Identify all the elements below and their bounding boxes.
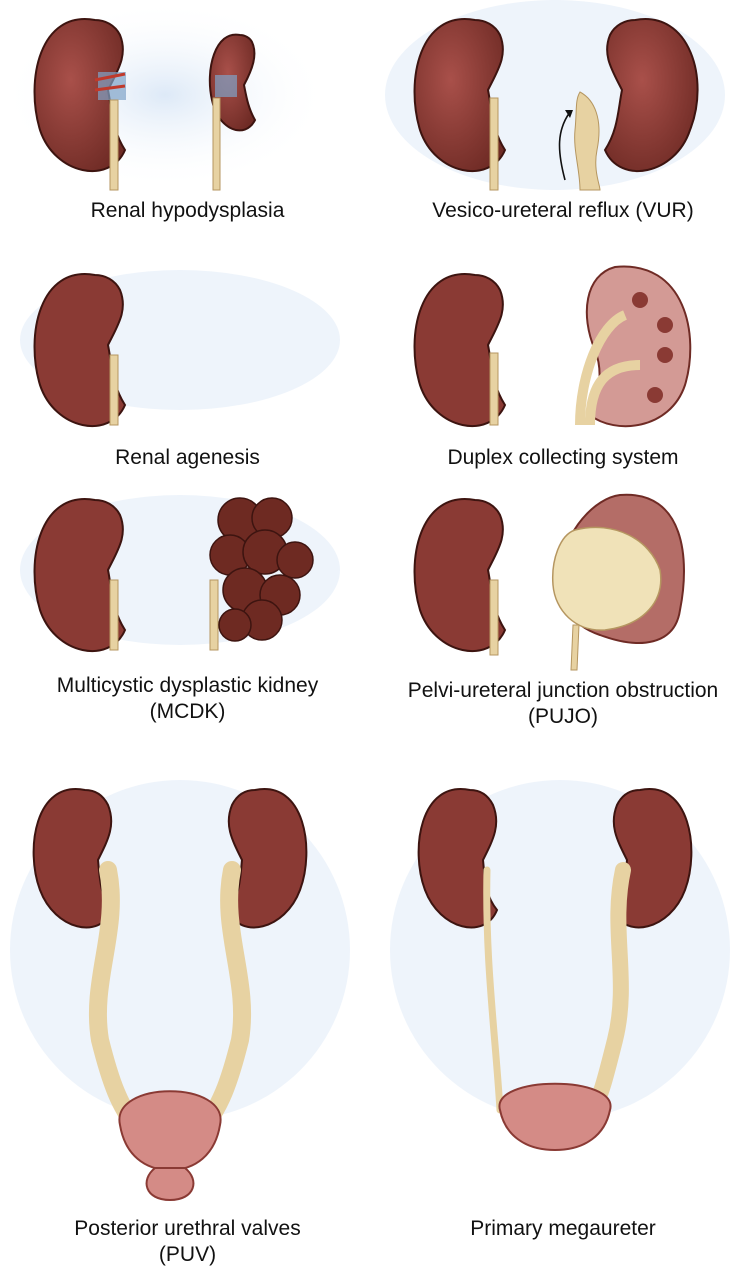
right-hilum [215,75,237,97]
narrow-ureter [571,625,579,670]
caption-renal-hypodysplasia: Renal hypodysplasia [0,198,375,224]
panel-vur: Vesico-ureteral reflux (VUR) [375,0,751,250]
caption-line: (MCDK) [0,699,375,725]
caption-pujo: Pelvi-ureteral junction obstruction (PUJ… [375,678,751,730]
panel-renal-agenesis: Renal agenesis [0,265,375,485]
left-ureter [490,98,498,190]
caption-line: (PUJO) [375,704,751,730]
panel-pujo: Pelvi-ureteral junction obstruction (PUJ… [375,490,751,735]
left-ureter [110,580,118,650]
panel-duplex: Duplex collecting system [375,255,751,485]
caption-vur: Vesico-ureteral reflux (VUR) [375,198,751,224]
panel-puv: Posterior urethral valves (PUV) [0,780,375,1270]
illustration-megaureter [375,780,751,1270]
calyx [657,317,673,333]
calyx [632,292,648,308]
dilated-posterior-urethra [147,1168,194,1200]
right-ureter [213,98,220,190]
left-ureter [490,580,498,655]
caption-duplex: Duplex collecting system [375,445,751,471]
caption-renal-agenesis: Renal agenesis [0,445,375,471]
calyx [647,387,663,403]
caption-megaureter: Primary megaureter [375,1216,751,1242]
bladder [499,1084,610,1150]
caption-line: Renal agenesis [0,445,375,471]
illustration-puv [0,780,375,1270]
panel-mcdk: Multicystic dysplastic kidney (MCDK) [0,490,375,735]
left-ureter [490,353,498,425]
caption-mcdk: Multicystic dysplastic kidney (MCDK) [0,673,375,725]
caption-line: Renal hypodysplasia [0,198,375,224]
right-ureter [210,580,218,650]
caption-line: Posterior urethral valves [0,1216,375,1242]
calyx [657,347,673,363]
panel-megaureter: Primary megaureter [375,780,751,1270]
panel-renal-hypodysplasia: Renal hypodysplasia [0,0,375,250]
caption-puv: Posterior urethral valves (PUV) [0,1216,375,1268]
caption-line: Primary megaureter [375,1216,751,1242]
left-ureter [110,100,118,190]
caption-line: Vesico-ureteral reflux (VUR) [375,198,751,224]
caption-line: Multicystic dysplastic kidney [0,673,375,699]
caption-line: (PUV) [0,1242,375,1268]
bladder [119,1091,220,1170]
caption-line: Duplex collecting system [375,445,751,471]
caption-line: Pelvi-ureteral junction obstruction [375,678,751,704]
left-ureter [110,355,118,425]
